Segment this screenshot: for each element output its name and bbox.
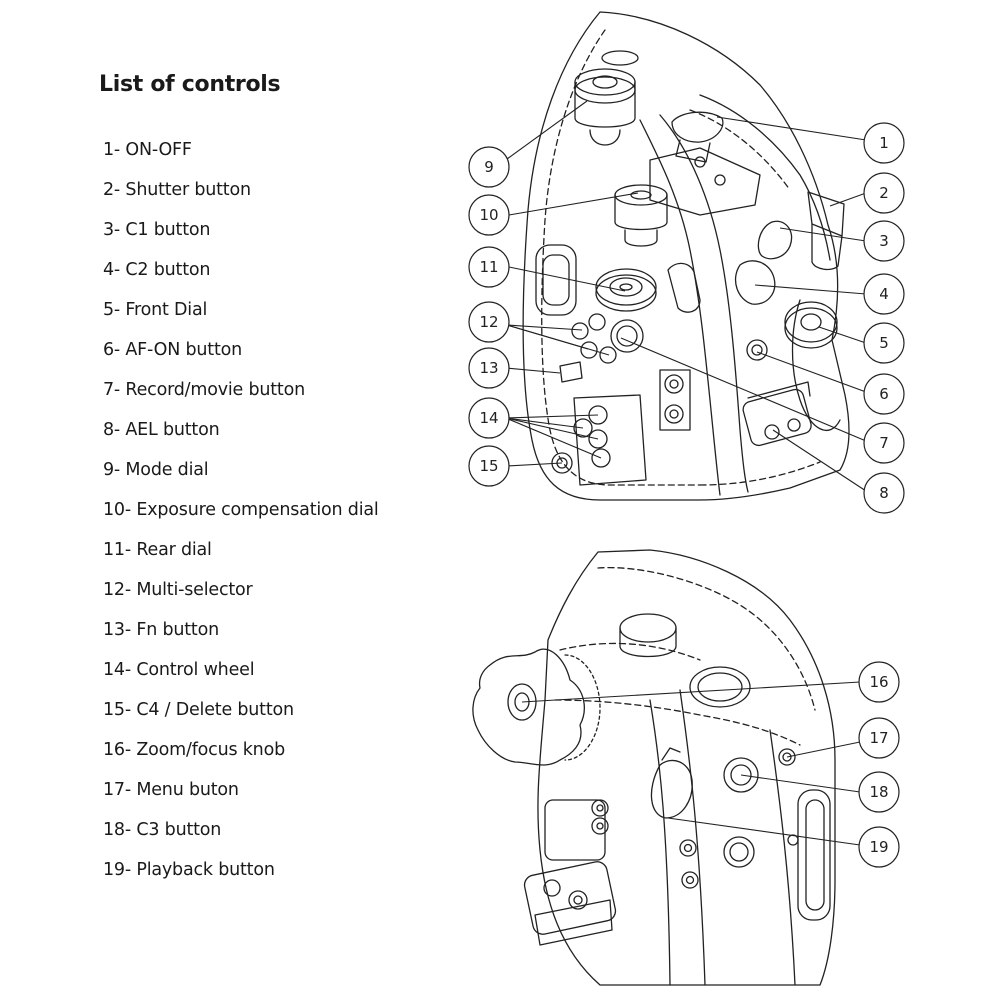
svg-text:10: 10	[479, 206, 498, 224]
list-item: 10- Exposure compensation dial	[103, 500, 379, 520]
svg-text:14: 14	[479, 409, 498, 427]
callout-3: 3	[863, 220, 905, 262]
list-item: 2- Shutter button	[103, 180, 251, 200]
callout-14: 14	[468, 397, 510, 439]
callout-18: 18	[858, 771, 900, 813]
list-item: 6- AF-ON button	[103, 340, 242, 360]
callout-10: 10	[468, 194, 510, 236]
svg-text:5: 5	[879, 334, 889, 352]
callout-8: 8	[863, 472, 905, 514]
list-item: 18- C3 button	[103, 820, 222, 840]
callout-15: 15	[468, 445, 510, 487]
list-item: 19- Playback button	[103, 860, 275, 880]
svg-text:9: 9	[484, 158, 494, 176]
svg-text:15: 15	[479, 457, 498, 475]
list-item: 7- Record/movie button	[103, 380, 305, 400]
list-item: 15- C4 / Delete button	[103, 700, 294, 720]
svg-text:7: 7	[879, 434, 889, 452]
list-item: 13- Fn button	[103, 620, 219, 640]
list-item: 9- Mode dial	[103, 460, 209, 480]
callout-5: 5	[863, 322, 905, 364]
svg-text:17: 17	[869, 729, 888, 747]
callout-markers: 1 2 3 4 5 6 7 8 9 10 11 12 13 14 15 16 1…	[468, 122, 905, 868]
svg-text:1: 1	[879, 134, 889, 152]
callout-2: 2	[863, 172, 905, 214]
callout-9: 9	[468, 146, 510, 188]
callout-7: 7	[863, 422, 905, 464]
list-item: 14- Control wheel	[103, 660, 255, 680]
svg-text:19: 19	[869, 838, 888, 856]
controls-list: 1- ON-OFF 2- Shutter button 3- C1 button…	[103, 136, 379, 896]
list-item: 8- AEL button	[103, 420, 220, 440]
svg-text:3: 3	[879, 232, 889, 250]
list-item: 4- C2 button	[103, 260, 211, 280]
list-item: 11- Rear dial	[103, 540, 212, 560]
callout-16: 16	[858, 661, 900, 703]
callout-11: 11	[468, 246, 510, 288]
callout-4: 4	[863, 273, 905, 315]
svg-text:2: 2	[879, 184, 889, 202]
svg-text:16: 16	[869, 673, 888, 691]
callout-13: 13	[468, 347, 510, 389]
list-item: 17- Menu buton	[103, 780, 239, 800]
svg-text:18: 18	[869, 783, 888, 801]
callout-19: 19	[858, 826, 900, 868]
svg-text:6: 6	[879, 385, 889, 403]
list-item: 3- C1 button	[103, 220, 211, 240]
list-item: 12- Multi-selector	[103, 580, 253, 600]
rear-housing-drawing	[522, 11, 850, 501]
list-item: 1- ON-OFF	[103, 140, 192, 160]
list-title: List of controls	[99, 72, 281, 97]
front-housing-drawing	[472, 549, 836, 986]
svg-text:11: 11	[479, 258, 498, 276]
callout-6: 6	[863, 373, 905, 415]
callout-1: 1	[863, 122, 905, 164]
svg-text:4: 4	[879, 285, 889, 303]
list-item: 5- Front Dial	[103, 300, 208, 320]
callout-17: 17	[858, 717, 900, 759]
svg-text:12: 12	[479, 313, 498, 331]
list-item: 16- Zoom/focus knob	[103, 740, 285, 760]
callout-leader-lines	[505, 100, 867, 846]
callout-12: 12	[468, 301, 510, 343]
svg-text:13: 13	[479, 359, 498, 377]
svg-text:8: 8	[879, 484, 889, 502]
